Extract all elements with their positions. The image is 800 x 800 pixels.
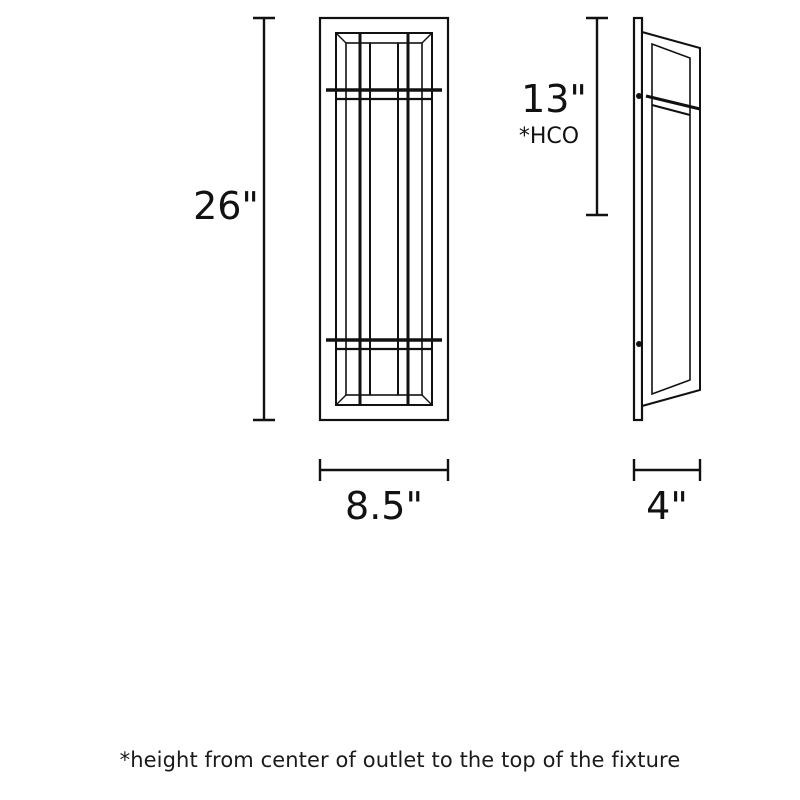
front-view-fixture bbox=[318, 16, 450, 422]
dimension-outlet-height-label: 13" bbox=[521, 77, 587, 121]
dimension-depth-4: 4" bbox=[632, 459, 702, 528]
footnote-text: *height from center of outlet to the top… bbox=[119, 748, 681, 772]
dimension-depth-label: 4" bbox=[646, 484, 688, 528]
dimension-width-label: 8.5" bbox=[345, 484, 423, 528]
dimension-outlet-height-13: 13" *HCO bbox=[519, 16, 608, 217]
dimension-width-85: 8.5" bbox=[318, 459, 450, 528]
side-view-fixture bbox=[632, 16, 701, 422]
dimension-height-label: 26" bbox=[193, 184, 259, 228]
dimension-hco-note: *HCO bbox=[519, 124, 579, 149]
dimension-height-26: 26" bbox=[193, 16, 275, 422]
